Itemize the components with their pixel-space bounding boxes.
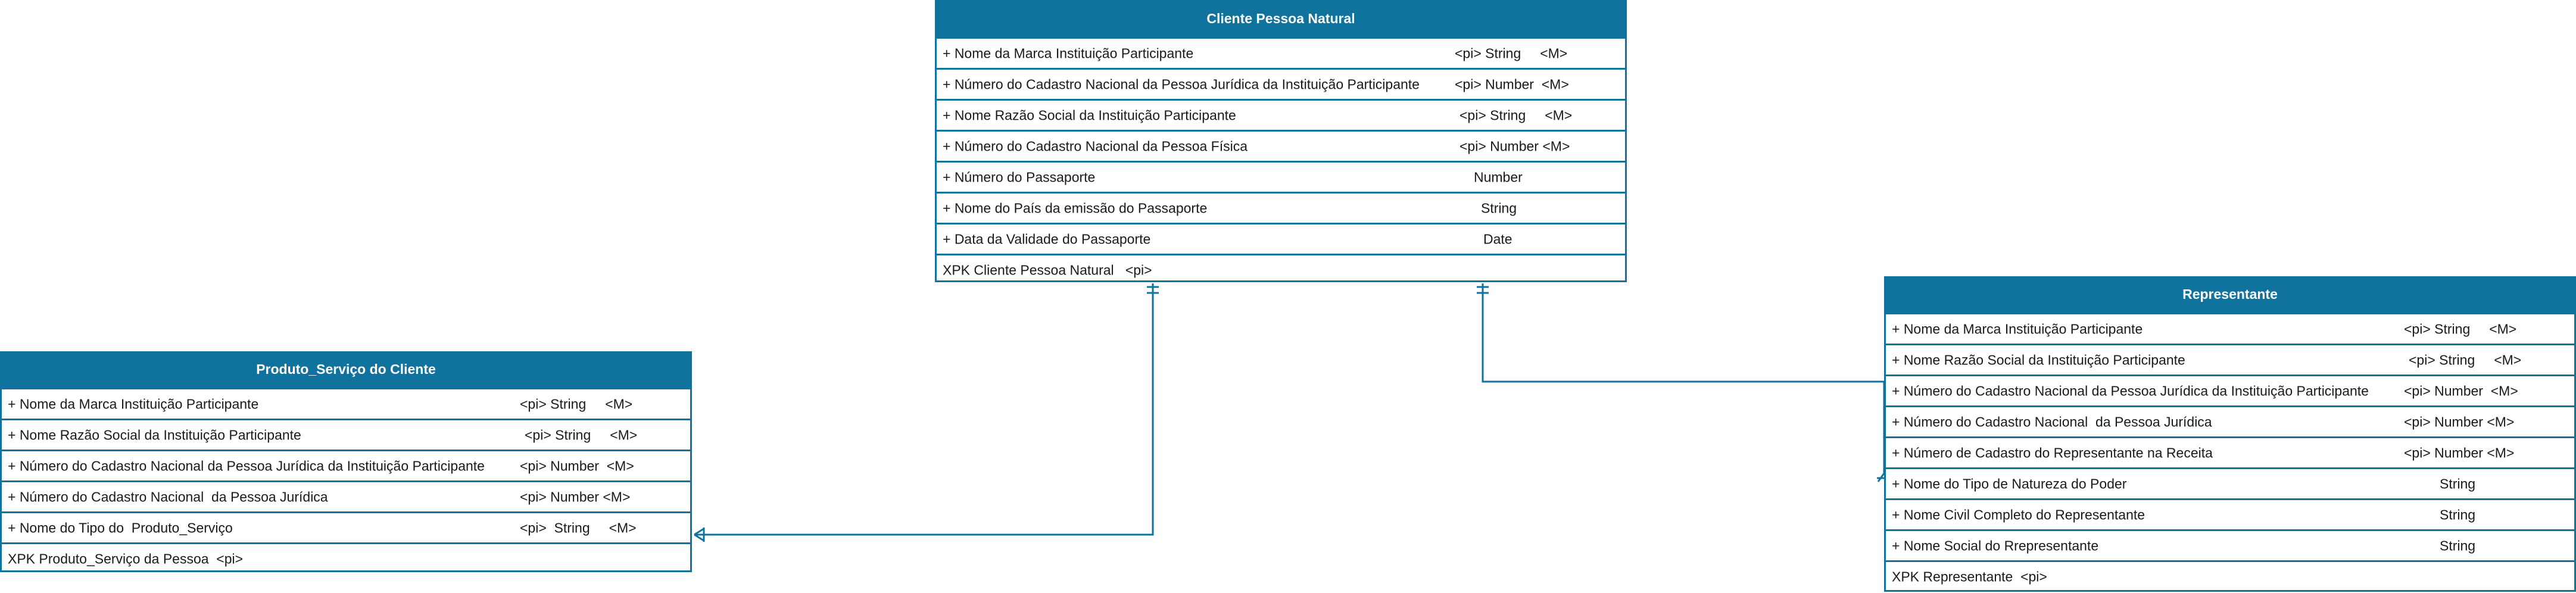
- attribute-type: <pi> Number <M>: [1455, 76, 1569, 92]
- primary-key-row[interactable]: XPK Cliente Pessoa Natural <pi>: [937, 254, 1625, 285]
- entity-title: Representante: [1886, 278, 2574, 313]
- attribute-row[interactable]: + Nome da Marca Instituição Participante…: [2, 388, 690, 419]
- attribute-type: <pi> String <M>: [525, 427, 638, 442]
- attribute-type: <pi> Number <M>: [2404, 414, 2515, 429]
- attribute-row[interactable]: + Nome Social do Rrepresentante String: [1886, 529, 2574, 560]
- attribute-row[interactable]: + Número do Cadastro Nacional da Pessoa …: [2, 450, 690, 480]
- many-crowfoot-mark: [694, 528, 704, 536]
- attribute-name: + Número do Cadastro Nacional da Pessoa …: [1892, 383, 2369, 398]
- primary-key-row[interactable]: XPK Produto_Serviço da Pessoa <pi>: [2, 542, 690, 573]
- attribute-name: + Nome Civil Completo do Representante: [1892, 507, 2145, 522]
- primary-key-label: XPK Representante <pi>: [1892, 569, 2047, 584]
- attribute-type: String: [2440, 538, 2476, 553]
- attribute-row[interactable]: + Nome Razão Social da Instituição Parti…: [937, 99, 1625, 130]
- entity-representante[interactable]: Representante + Nome da Marca Instituiçã…: [1884, 276, 2576, 592]
- attribute-type: String: [1481, 200, 1517, 216]
- attribute-type: <pi> Number <M>: [2404, 445, 2515, 460]
- entity-produto-servico-do-cliente[interactable]: Produto_Serviço do Cliente + Nome da Mar…: [0, 351, 692, 572]
- attribute-name: + Nome Razão Social da Instituição Parti…: [943, 107, 1236, 123]
- attribute-type: <pi> String <M>: [520, 396, 633, 411]
- attribute-name: + Número do Cadastro Nacional da Pessoa …: [943, 76, 1420, 92]
- attribute-type: <pi> Number <M>: [2404, 383, 2518, 398]
- attribute-name: + Número do Cadastro Nacional da Pessoa …: [1892, 414, 2212, 429]
- attribute-type: String: [2440, 476, 2476, 491]
- attribute-type: <pi> Number <M>: [1459, 138, 1570, 154]
- attribute-row[interactable]: + Nome Razão Social da Instituição Parti…: [1886, 344, 2574, 374]
- attribute-type: Number: [1474, 169, 1523, 185]
- attribute-row[interactable]: + Número de Cadastro do Representante na…: [1886, 436, 2574, 467]
- attribute-name: + Número do Cadastro Nacional da Pessoa …: [943, 138, 1248, 154]
- attribute-name: + Número de Cadastro do Representante na…: [1892, 445, 2213, 460]
- attribute-name: + Nome da Marca Instituição Participante: [1892, 321, 2143, 336]
- attribute-name: + Nome Social do Rrepresentante: [1892, 538, 2099, 553]
- attribute-type: <pi> String <M>: [520, 520, 637, 535]
- attribute-row[interactable]: + Nome da Marca Instituição Participante…: [937, 37, 1625, 68]
- attribute-name: + Nome Razão Social da Instituição Parti…: [1892, 352, 2185, 367]
- primary-key-label: XPK Produto_Serviço da Pessoa <pi>: [8, 551, 244, 566]
- attribute-name: + Número do Passaporte: [943, 169, 1096, 185]
- entity-title: Cliente Pessoa Natural: [937, 2, 1625, 37]
- attribute-type: <pi> String <M>: [1455, 45, 1568, 61]
- attribute-name: + Nome do Tipo do Produto_Serviço: [8, 520, 233, 535]
- attribute-type: <pi> Number <M>: [520, 489, 631, 504]
- primary-key-row[interactable]: XPK Representante <pi>: [1886, 560, 2574, 591]
- primary-key-label: XPK Cliente Pessoa Natural <pi>: [943, 262, 1152, 277]
- attribute-row[interactable]: + Nome do Tipo de Natureza do Poder Stri…: [1886, 467, 2574, 498]
- attribute-name: + Nome da Marca Instituição Participante: [8, 396, 259, 411]
- attribute-name: + Nome do Tipo de Natureza do Poder: [1892, 476, 2127, 491]
- attribute-row[interactable]: + Número do Cadastro Nacional da Pessoa …: [937, 68, 1625, 99]
- attribute-row[interactable]: + Número do Cadastro Nacional da Pessoa …: [2, 480, 690, 511]
- attribute-name: + Data da Validade do Passaporte: [943, 231, 1151, 246]
- entity-title: Produto_Serviço do Cliente: [2, 353, 690, 388]
- link-cliente-representante: [1482, 283, 1885, 473]
- attribute-row[interactable]: + Nome do Tipo do Produto_Serviço <pi> S…: [2, 511, 690, 542]
- attribute-type: Date: [1483, 231, 1512, 246]
- attribute-row[interactable]: + Número do Passaporte Number: [937, 161, 1625, 192]
- attribute-row[interactable]: + Nome Razão Social da Instituição Parti…: [2, 419, 690, 450]
- attribute-type: String: [2440, 507, 2476, 522]
- attribute-name: + Nome da Marca Instituição Participante: [943, 45, 1194, 61]
- attribute-type: <pi> String <M>: [1459, 107, 1573, 123]
- attribute-row[interactable]: + Número do Cadastro Nacional da Pessoa …: [937, 130, 1625, 161]
- entity-cliente-pessoa-natural[interactable]: Cliente Pessoa Natural + Nome da Marca I…: [935, 0, 1627, 282]
- attribute-row[interactable]: + Nome da Marca Instituição Participante…: [1886, 313, 2574, 344]
- attribute-row[interactable]: + Nome do País da emissão do Passaporte …: [937, 192, 1625, 223]
- attribute-row[interactable]: + Nome Civil Completo do Representante S…: [1886, 498, 2574, 529]
- attribute-name: + Número do Cadastro Nacional da Pessoa …: [8, 489, 328, 504]
- attribute-type: <pi> Number <M>: [520, 458, 634, 473]
- many-crowfoot-mark: [694, 533, 704, 542]
- attribute-type: <pi> String <M>: [2404, 321, 2517, 336]
- attribute-name: + Número do Cadastro Nacional da Pessoa …: [8, 458, 485, 473]
- attribute-row[interactable]: + Número do Cadastro Nacional da Pessoa …: [1886, 405, 2574, 436]
- attribute-type: <pi> String <M>: [2409, 352, 2522, 367]
- attribute-row[interactable]: + Número do Cadastro Nacional da Pessoa …: [1886, 374, 2574, 405]
- attribute-name: + Nome Razão Social da Instituição Parti…: [8, 427, 301, 442]
- link-cliente-produto: [694, 283, 1154, 536]
- attribute-name: + Nome do País da emissão do Passaporte: [943, 200, 1208, 216]
- attribute-row[interactable]: + Data da Validade do Passaporte Date: [937, 223, 1625, 254]
